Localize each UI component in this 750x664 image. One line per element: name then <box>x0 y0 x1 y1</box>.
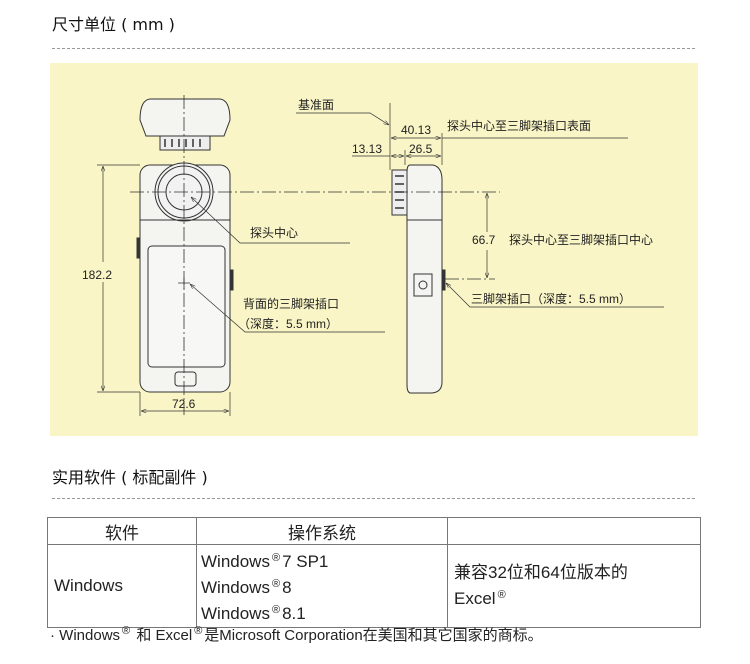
probe-center-label: 探头中心 <box>250 225 298 240</box>
width-label: 72.6 <box>172 397 196 411</box>
software-title: 实用软件 ( 标配副件 ) <box>52 468 208 487</box>
dimensions-title: 尺寸单位 ( mm ) <box>52 15 175 34</box>
dim-40-13-desc: 探头中心至三脚架插口表面 <box>447 118 591 133</box>
software-cell: Windows <box>47 544 197 628</box>
dim-66-7: 66.7 <box>472 233 496 247</box>
rear-tripod-depth-label: （深度：5.5 mm） <box>238 316 338 331</box>
device-side-view <box>391 164 446 394</box>
dim-26-5: 26.5 <box>409 142 433 156</box>
divider <box>52 48 695 49</box>
header-software: 软件 <box>47 517 197 545</box>
height-label: 182.2 <box>82 268 112 282</box>
notes-cell: 兼容32位和64位版本的 Excel® <box>447 544 701 628</box>
rear-tripod-socket-label: 背面的三脚架插口 <box>243 296 339 311</box>
table-row: Windows Windows®7 SP1 Windows®8 Windows®… <box>47 544 701 628</box>
os-item: Windows®8 <box>201 578 292 597</box>
reference-surface-label: 基准面 <box>298 98 334 112</box>
software-table: 软件 操作系统 Windows Windows®7 SP1 Windows®8 … <box>47 517 701 628</box>
os-item: Windows®8.1 <box>201 604 306 623</box>
header-os: 操作系统 <box>196 517 448 545</box>
dimension-diagram: 182.2 72.6 基准面 40.13 探头中心至三脚架插口表面 13.13 … <box>82 95 664 416</box>
divider <box>52 498 695 499</box>
side-tripod-socket-label: 三脚架插口（深度：5.5 mm） <box>471 291 631 306</box>
device-front-view <box>136 98 234 393</box>
os-cell: Windows®7 SP1 Windows®8 Windows®8.1 <box>196 544 448 628</box>
dim-66-7-desc: 探头中心至三脚架插口中心 <box>509 232 653 247</box>
os-item: Windows®7 SP1 <box>201 552 329 571</box>
dim-40-13: 40.13 <box>401 123 431 137</box>
dim-13-13: 13.13 <box>352 142 382 156</box>
header-notes <box>447 517 701 545</box>
table-header-row: 软件 操作系统 <box>47 517 701 545</box>
trademark-footnote: · Windows® 和 Excel®是Microsoft Corporatio… <box>50 625 543 644</box>
